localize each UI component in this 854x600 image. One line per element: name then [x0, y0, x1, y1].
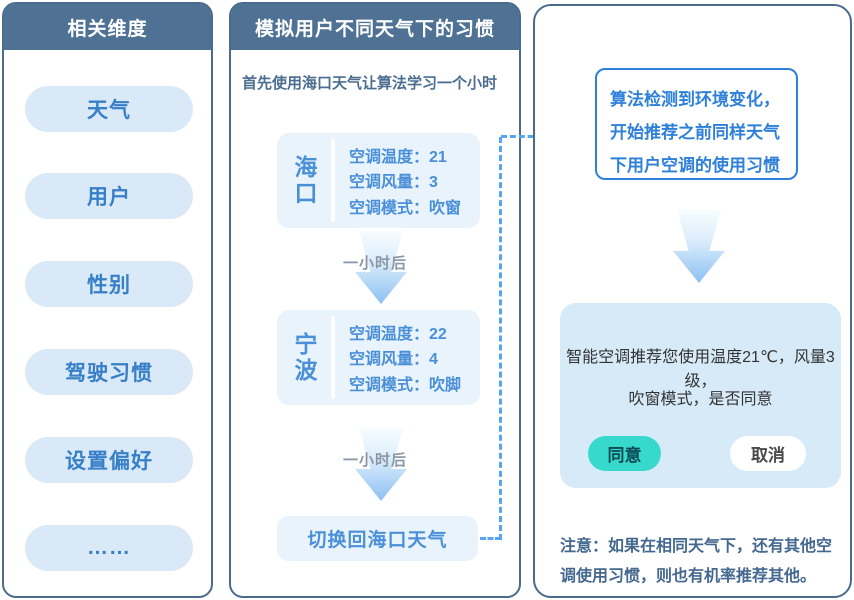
city-card-haikou: 海口 空调温度：21 空调风量：3 空调模式：吹窗 [277, 133, 480, 228]
simulation-header: 模拟用户不同天气下的习惯 [231, 4, 519, 50]
simulation-panel: 模拟用户不同天气下的习惯 [229, 2, 521, 598]
detect-change-box: 算法检测到环境变化， 开始推荐之前同样天气 下用户空调的使用习惯 [595, 68, 798, 180]
ac-setting-row: 空调风量：4 [349, 351, 438, 369]
city-card-ningbo: 宁波 空调温度：22 空调风量：4 空调模式：吹脚 [277, 310, 480, 405]
ac-setting-row: 空调模式：吹脚 [349, 377, 462, 395]
dashed-connector-horizontal-bottom [480, 537, 501, 540]
city-name: 宁波 [291, 331, 317, 384]
pill-label: 天气 [87, 99, 131, 122]
ac-setting-row: 空调温度：21 [349, 148, 447, 166]
dimension-pill-preference: 设置偏好 [25, 437, 193, 483]
detect-line: 算法检测到环境变化， [610, 90, 780, 109]
one-hour-later-label: 一小时后 [343, 452, 408, 469]
simulation-title: 模拟用户不同天气下的习惯 [254, 18, 495, 40]
city-name: 海口 [291, 154, 317, 207]
ac-settings-list: 空调温度：22 空调风量：4 空调模式：吹脚 [335, 310, 480, 405]
recommendation-panel [533, 4, 852, 598]
dashed-connector-vertical [499, 137, 502, 540]
one-hour-later-label: 一小时后 [343, 255, 408, 272]
cancel-button[interactable]: 取消 [730, 436, 806, 471]
agree-button[interactable]: 同意 [588, 436, 661, 471]
pill-label: 性别 [87, 274, 131, 297]
ac-setting-row: 空调模式：吹窗 [349, 200, 462, 218]
pill-label: …… [87, 536, 131, 559]
simulation-subtitle: 首先使用海口天气让算法学习一个小时 [242, 75, 498, 92]
recommendation-text-line2: 吹窗模式，是否同意 [628, 391, 773, 408]
dimension-pill-driving-habit: 驾驶习惯 [25, 349, 193, 395]
card-divider [331, 316, 335, 399]
dimension-pill-gender: 性别 [25, 261, 193, 307]
detect-line: 开始推荐之前同样天气 [610, 123, 780, 142]
pill-label: 驾驶习惯 [65, 362, 153, 385]
pill-label: 设置偏好 [65, 450, 153, 473]
recommendation-text-line1: 智能空调推荐您使用温度21℃，风量3级， [566, 349, 835, 390]
dimension-pill-ellipsis: …… [25, 525, 193, 571]
switch-back-haikou-card: 切换回海口天气 [277, 516, 478, 561]
ac-setting-row: 空调温度：22 [349, 325, 447, 343]
recommendation-dialog: 智能空调推荐您使用温度21℃，风量3级， 吹窗模式，是否同意 同意 取消 [560, 303, 841, 488]
dimension-pill-user: 用户 [25, 173, 193, 219]
ac-setting-row: 空调风量：3 [349, 174, 438, 192]
pill-label: 用户 [87, 186, 131, 209]
ac-settings-list: 空调温度：21 空调风量：3 空调模式：吹窗 [335, 133, 480, 228]
related-dimensions-header: 相关维度 [4, 4, 211, 50]
dimension-pill-weather: 天气 [25, 86, 193, 132]
card-divider [331, 139, 335, 222]
detect-line: 下用户空调的使用习惯 [610, 156, 780, 175]
note-text: 注意：如果在相同天气下，还有其他空调使用习惯，则也有机率推荐其他。 [560, 538, 833, 585]
related-dimensions-panel: 相关维度 天气 用户 性别 驾驶习惯 设置偏好 …… [2, 2, 213, 598]
related-dimensions-title: 相关维度 [67, 18, 148, 40]
